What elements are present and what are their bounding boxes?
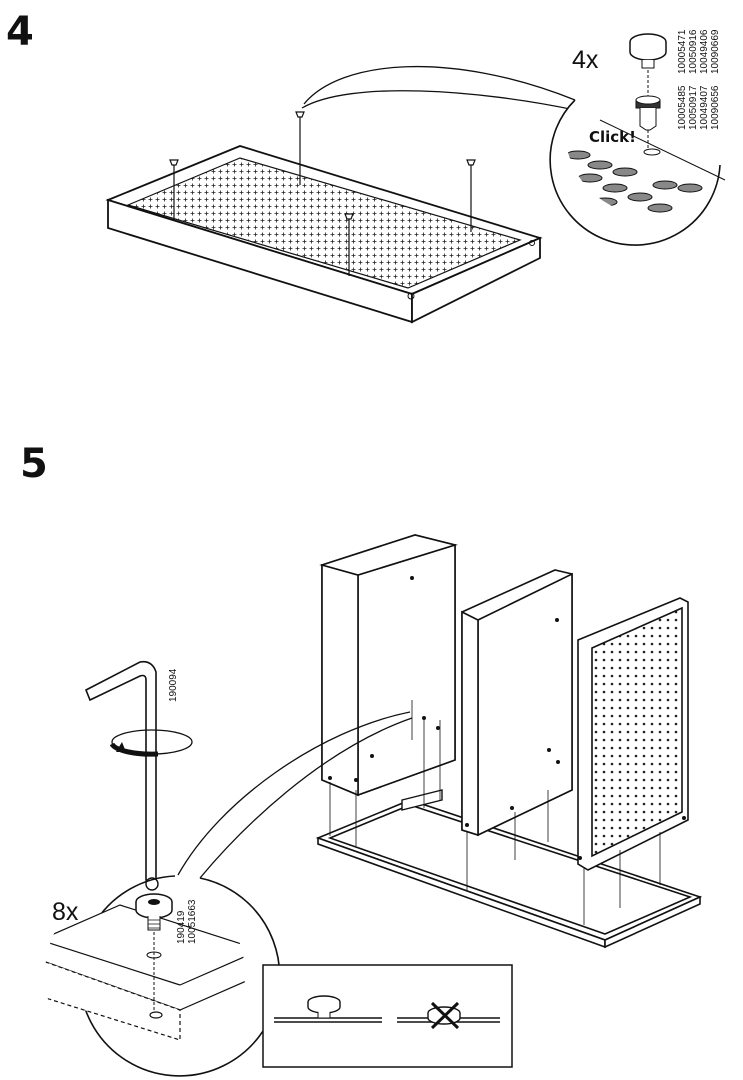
part-code-5: 10005485: [677, 85, 688, 131]
part-code-8: 10090656: [710, 85, 721, 131]
part-code-3: 10049406: [699, 29, 710, 75]
base-frame: [315, 799, 703, 949]
step-number-5: 5: [20, 441, 48, 487]
part-code-2: 10050916: [688, 29, 699, 75]
step-number-4: 4: [6, 9, 34, 55]
quantity-label-step5: 8x: [52, 898, 79, 926]
tray-frame: [105, 145, 543, 324]
tray-screw: [169, 111, 476, 276]
tool-code: 190094: [168, 668, 179, 702]
part-code-6: 10050917: [688, 85, 699, 131]
part-code-7: 10049407: [699, 85, 710, 131]
click-label: Click!: [589, 128, 636, 146]
perforated-panel: [577, 597, 689, 871]
quantity-label-step4: 4x: [572, 46, 599, 74]
middle-panel: [461, 569, 573, 837]
detail-circle-step4: [549, 33, 726, 246]
part-code-step5-2: 10051663: [187, 899, 198, 945]
side-panel-left: [319, 534, 458, 797]
hex-key: [84, 660, 157, 881]
part-code-1: 10005471: [677, 29, 688, 75]
part-code-4: 10090669: [710, 29, 721, 75]
part-code-step5-1: 190419: [176, 910, 187, 944]
correct-incorrect-box: [262, 964, 513, 1068]
detail-circle-step5: [45, 875, 281, 1077]
